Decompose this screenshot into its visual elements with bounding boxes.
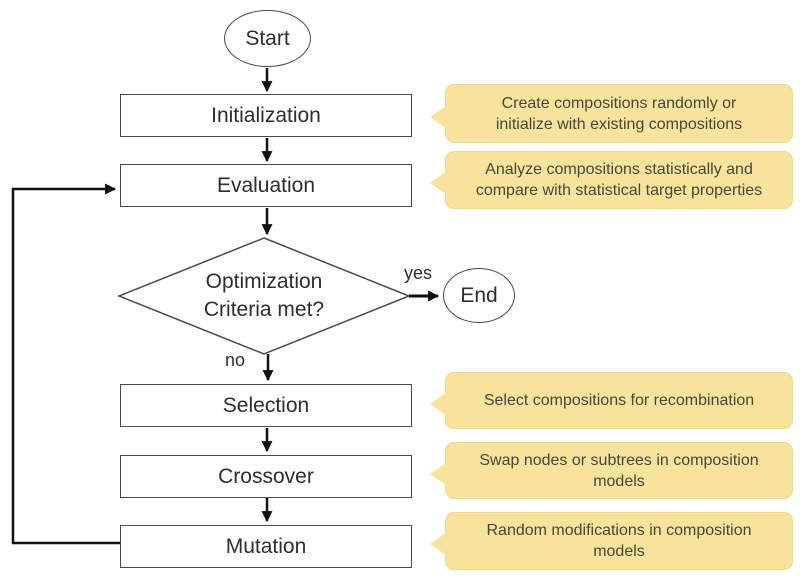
evaluation-node: Evaluation xyxy=(120,164,412,207)
mutation-node: Mutation xyxy=(120,525,412,568)
callout-crossover: Swap nodes or subtrees in composition mo… xyxy=(430,442,793,499)
start-node-label: Start xyxy=(245,26,290,50)
end-node-label: End xyxy=(460,283,498,307)
crossover-node-label: Crossover xyxy=(218,464,314,488)
mutation-node-label: Mutation xyxy=(225,534,307,558)
end-node: End xyxy=(443,268,515,323)
feedback-loop-mutation-to-evaluation xyxy=(11,183,122,545)
initialization-node-label: Initialization xyxy=(211,103,321,127)
initialization-node: Initialization xyxy=(120,94,412,137)
decision-label-line1: Optimization xyxy=(205,270,323,293)
callout-initialization: Create compositions randomly or initiali… xyxy=(430,84,793,143)
decision-diamond-shape xyxy=(116,237,412,355)
callout-mutation: Random modifications in composition mode… xyxy=(430,512,793,570)
edge-label-yes: yes xyxy=(404,263,433,283)
start-node: Start xyxy=(224,10,311,67)
decision-node-label: Optimization Criteria met? xyxy=(164,268,364,324)
edge-label-no: no xyxy=(225,350,246,370)
evaluation-node-label: Evaluation xyxy=(216,173,316,197)
callout-evaluation: Analyze compositions statistically and c… xyxy=(430,151,793,209)
crossover-node: Crossover xyxy=(120,455,412,498)
selection-node-label: Selection xyxy=(222,393,310,417)
selection-node: Selection xyxy=(120,384,412,427)
decision-label-line2: Criteria met? xyxy=(203,298,325,321)
callout-selection: Select compositions for recombination xyxy=(430,372,793,429)
